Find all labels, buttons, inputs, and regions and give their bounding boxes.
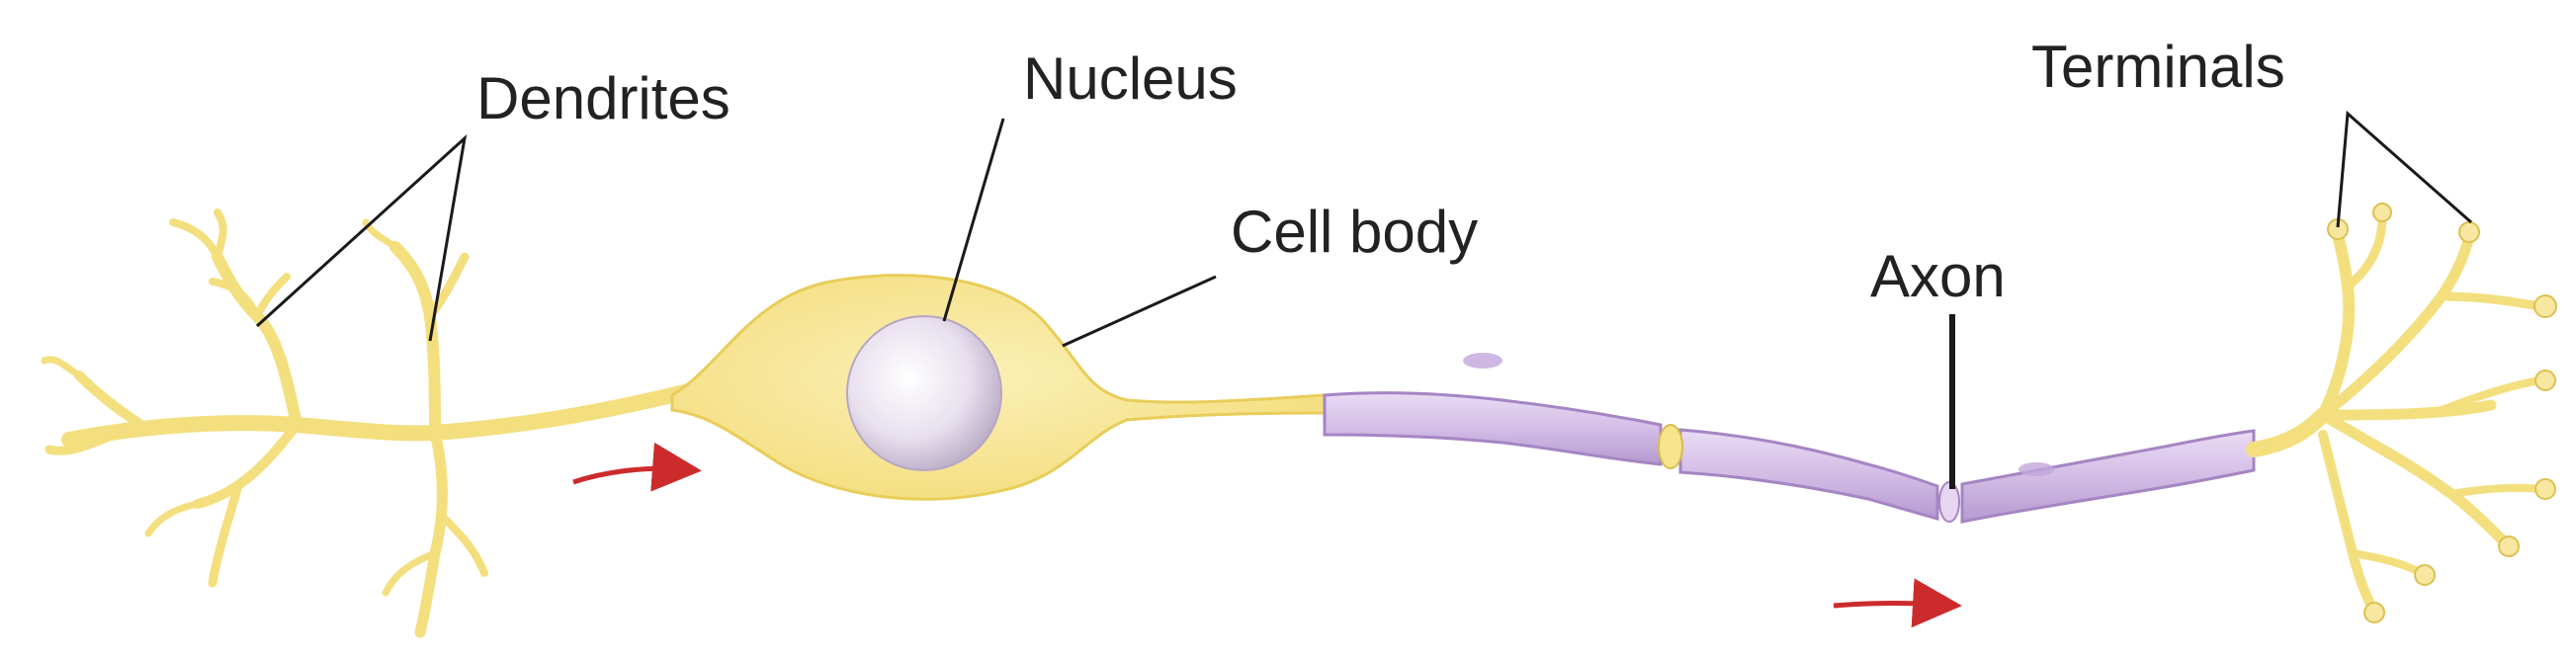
axon-shape: [1323, 353, 2256, 524]
signal-arrow-right: [1833, 578, 1962, 628]
cell-body-leader: [1062, 275, 1217, 348]
terminal-knobs: [2327, 203, 2557, 623]
terminals-shape: [2246, 212, 2545, 613]
axon-label: Axon: [1870, 243, 2006, 309]
terminals-leader: [2336, 110, 2472, 228]
cell-body-label: Cell body: [1231, 199, 1478, 265]
nucleus-label: Nucleus: [1023, 45, 1238, 112]
dendrites-shape: [41, 208, 700, 638]
signal-arrow-left: [572, 442, 702, 492]
dendrites-leader: [255, 133, 468, 342]
nucleus-shape: [846, 315, 1002, 471]
dendrites-label: Dendrites: [476, 65, 730, 131]
terminals-label: Terminals: [2031, 34, 2285, 100]
nucleus-leader: [942, 118, 1005, 322]
